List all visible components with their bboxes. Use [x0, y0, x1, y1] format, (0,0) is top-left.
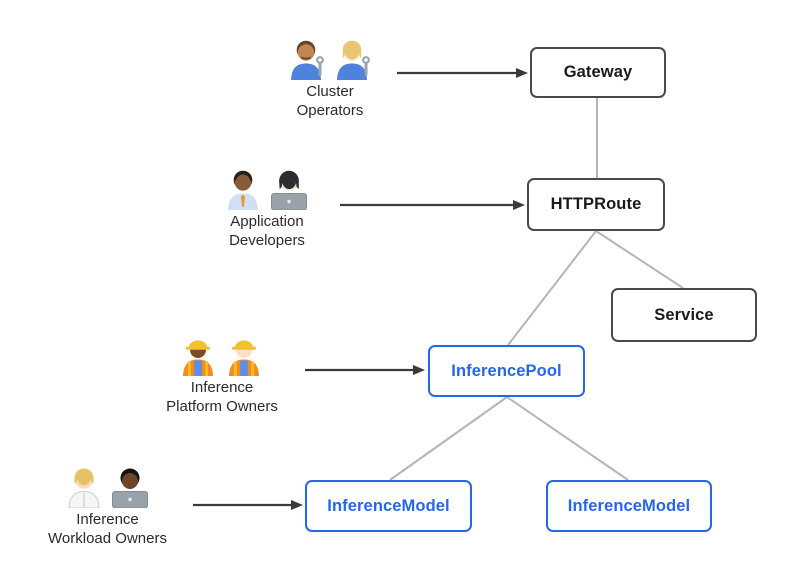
persona-label-line: Operators	[296, 102, 364, 119]
persona-label-line: Workload Owners	[48, 530, 167, 547]
edge-httproute-service	[595, 230, 684, 289]
node-label: InferencePool	[451, 361, 562, 380]
node-service: Service	[611, 288, 757, 342]
node-label: HTTPRoute	[550, 195, 642, 213]
persona-label: Cluster Operators	[255, 82, 405, 120]
mechanics-pair-icon	[291, 40, 370, 80]
office-worker-technologist-icon	[228, 170, 307, 210]
node-label: Service	[654, 305, 714, 324]
persona-label-line: Cluster	[306, 83, 354, 100]
construction-workers-pair-icon	[183, 340, 259, 376]
node-gateway: Gateway	[530, 47, 666, 98]
persona-label-line: Platform Owners	[166, 398, 278, 415]
persona-label: Inference Workload Owners	[15, 510, 200, 548]
node-label: InferenceModel	[327, 496, 450, 515]
persona-label-line: Developers	[229, 232, 305, 249]
node-label: Gateway	[563, 63, 633, 81]
persona-application-developers: Application Developers	[187, 166, 347, 250]
persona-inference-platform-owners: Inference Platform Owners	[137, 332, 307, 416]
node-inferencemodel-1: InferenceModel	[305, 480, 472, 532]
edge-inferencepool-inferencemodel-1	[389, 396, 508, 481]
persona-label-line: Inference	[76, 511, 139, 528]
node-httproute: HTTPRoute	[527, 178, 665, 231]
edge-inferencepool-inferencemodel-2	[506, 396, 629, 481]
persona-label: Application Developers	[187, 212, 347, 250]
node-inferencepool: InferencePool	[428, 345, 585, 397]
persona-label-line: Inference	[190, 379, 254, 396]
persona-label-line: Application	[230, 213, 304, 230]
edge-httproute-inferencepool	[507, 230, 597, 346]
scientist-technologist-icon	[67, 468, 148, 508]
node-inferencemodel-2: InferenceModel	[546, 480, 712, 532]
persona-label: Inference Platform Owners	[137, 378, 307, 416]
persona-inference-workload-owners: Inference Workload Owners	[15, 464, 200, 548]
node-label: InferenceModel	[567, 496, 691, 515]
persona-cluster-operators: Cluster Operators	[255, 36, 405, 120]
